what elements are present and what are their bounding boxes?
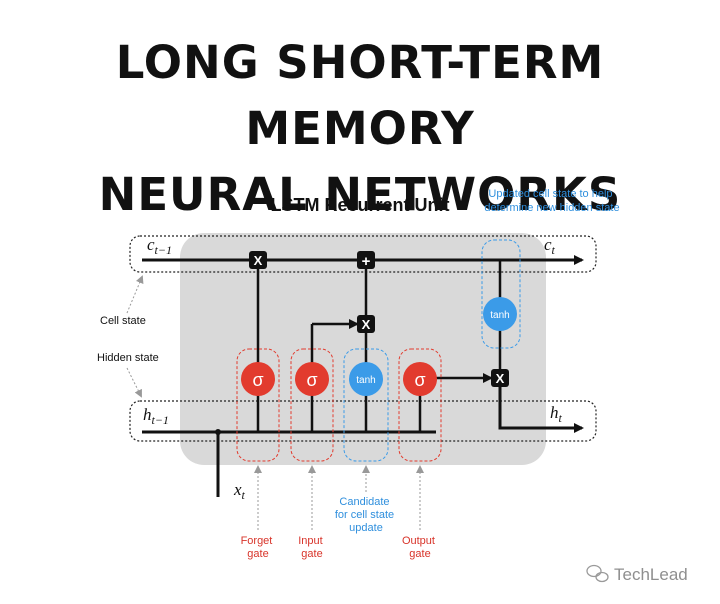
cell-tanh-node: tanh	[483, 297, 517, 331]
forget-gate-highlight	[236, 348, 280, 462]
sigma-symbol: σ	[414, 370, 425, 390]
svg-text:X: X	[254, 253, 263, 268]
output-multiply-op: X	[491, 369, 509, 387]
h-t-label: ht	[550, 403, 563, 425]
c-t-label: ct	[544, 235, 556, 257]
input-gate-label: Input gate	[298, 535, 326, 560]
input-multiply-op: X	[357, 315, 375, 333]
title-line-2: NEURAL NETWORKS	[98, 168, 622, 221]
sigma-symbol: σ	[306, 370, 317, 390]
forget-gate-label: Forget gate	[241, 535, 276, 560]
x-t-label: xt	[233, 480, 246, 502]
svg-text:X: X	[496, 371, 505, 386]
forget-gate-node: σ	[241, 362, 275, 396]
wechat-icon	[586, 564, 609, 583]
ht-output-line	[498, 387, 584, 433]
output-gate-label: Output gate	[402, 535, 438, 560]
cell-state-rail	[129, 235, 597, 273]
hidden-state-pointer	[126, 367, 142, 398]
candidate-highlight	[343, 348, 389, 462]
tanh-cell-highlight	[481, 239, 521, 349]
page-title: LONG SHORT-TERM MEMORY NEURAL NETWORKS	[0, 30, 720, 228]
sigma-symbol: σ	[252, 370, 263, 390]
input-gate-highlight	[290, 348, 334, 462]
hidden-state-label: Hidden state	[97, 352, 159, 364]
candidate-node: tanh	[349, 362, 383, 396]
tanh-symbol: tanh	[490, 310, 509, 321]
cell-state-pointer	[126, 275, 144, 314]
h-prev-label: ht−1	[143, 405, 169, 427]
cell-state-label: Cell state	[100, 315, 146, 327]
updated-cell-state-annotation: Updated cell state to help determine new…	[484, 188, 619, 214]
hidden-junction-dot	[215, 429, 221, 435]
forget-multiply-op: X	[249, 251, 267, 269]
svg-text:X: X	[362, 317, 371, 332]
title-line-1: LONG SHORT-TERM MEMORY	[115, 36, 605, 155]
c-prev-label: ct−1	[147, 235, 172, 257]
output-gate-highlight	[398, 348, 442, 462]
candidate-label: Candidate for cell state update	[335, 496, 397, 534]
cell-add-op: +	[357, 251, 375, 270]
watermark-text: TechLead	[614, 565, 688, 584]
hidden-state-rail	[129, 400, 597, 442]
tanh-symbol: tanh	[356, 375, 375, 386]
input-gate-node: σ	[295, 362, 329, 396]
output-gate-node: σ	[403, 362, 437, 396]
svg-text:+: +	[362, 253, 371, 270]
diagram-heading: LSTM Recurrent Unit	[270, 195, 449, 215]
